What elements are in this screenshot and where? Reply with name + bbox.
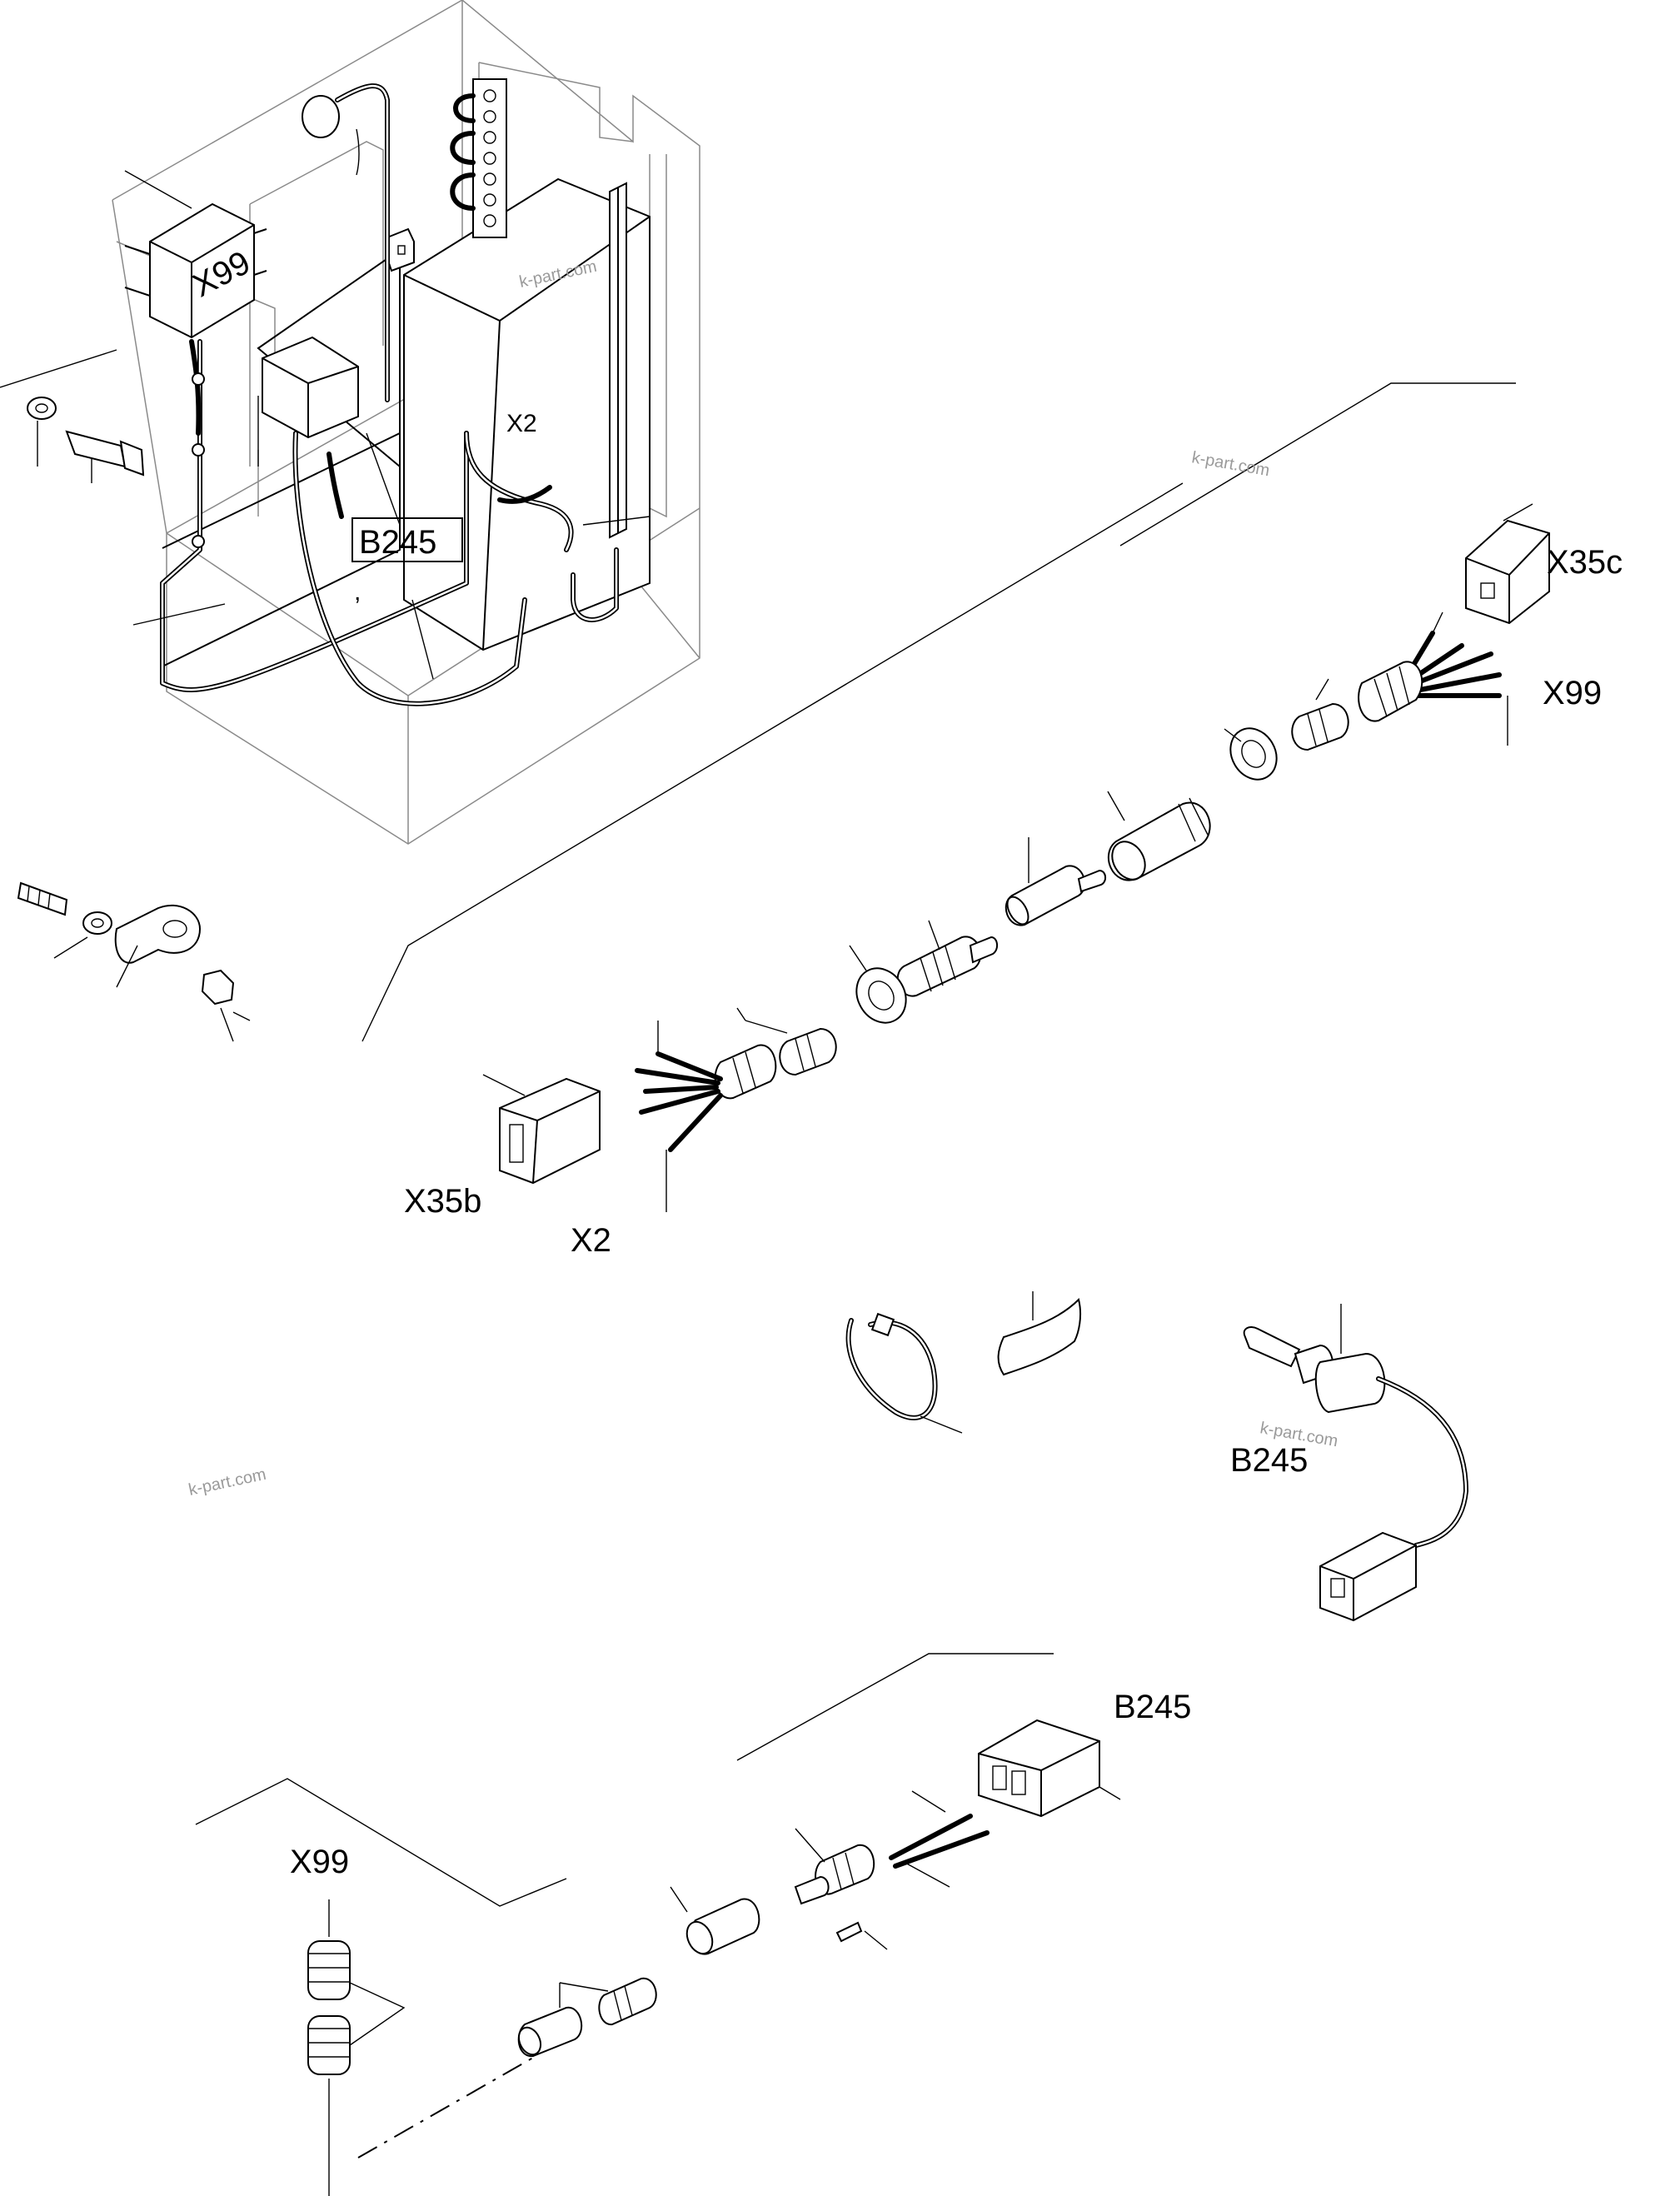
lower-wire-bundle [635, 1021, 723, 1212]
x2-label-lower: X2 [571, 1222, 611, 1259]
gland-insert [1005, 837, 1106, 926]
switch-box [386, 227, 415, 272]
x35b-label: X35b [404, 1183, 481, 1220]
cable-gland-chain [482, 503, 1550, 1212]
b245-sensor [1243, 1304, 1468, 1622]
cabinet-leader-lines [124, 170, 651, 680]
lower-gland-body [896, 920, 998, 997]
x99-junction-box [124, 202, 267, 339]
x35c-connector [1465, 503, 1550, 625]
sensor-disc [302, 95, 360, 176]
b245-module-box [262, 336, 359, 439]
x35b-connector [482, 1074, 601, 1185]
x99-stacked-grommets [307, 1899, 534, 2196]
terminal-screws [483, 89, 496, 227]
bottom-gland-chain [517, 1790, 990, 2058]
b245-connector [978, 1719, 1121, 1818]
x99-label-bottom: X99 [290, 1844, 349, 1880]
section-separator-lines [361, 382, 1516, 1042]
terminal-strip [450, 78, 507, 238]
cable-tie [845, 1312, 963, 1434]
lower-grommet [714, 1007, 788, 1100]
vertical-bar [609, 182, 627, 539]
x99-label-upper: X99 [1543, 675, 1602, 711]
lower-locknut [849, 945, 907, 1024]
upper-locknut [1224, 727, 1278, 781]
heat-shrink-sleeve [997, 1291, 1082, 1376]
upper-grommet [1315, 661, 1423, 722]
watermark-2: k-part.com [1190, 448, 1271, 480]
clamp-assembly [17, 881, 251, 1042]
watermark-3: k-part.com [187, 1465, 267, 1500]
b245-label-connector: B245 [1114, 1689, 1191, 1725]
b245-label-cabinet: B245 [359, 524, 436, 561]
cabinet-assembly: X99 X2 B245 , [112, 0, 700, 845]
upper-sleeve [1291, 702, 1349, 751]
bolt-and-washer [0, 349, 145, 483]
b245-label-sensor: B245 [1230, 1442, 1308, 1479]
b245-label-frame [351, 517, 463, 562]
upper-wire-bundle [1405, 611, 1508, 746]
x35c-label: X35c [1547, 544, 1623, 581]
b245-tick-mark: , [354, 578, 361, 606]
lower-sleeve [779, 1027, 837, 1076]
bottom-section-separator [195, 1653, 1054, 1907]
cabinet-cable-harness [160, 83, 619, 706]
x2-label-cabinet: X2 [506, 410, 537, 437]
upper-gland-body [1107, 791, 1211, 881]
